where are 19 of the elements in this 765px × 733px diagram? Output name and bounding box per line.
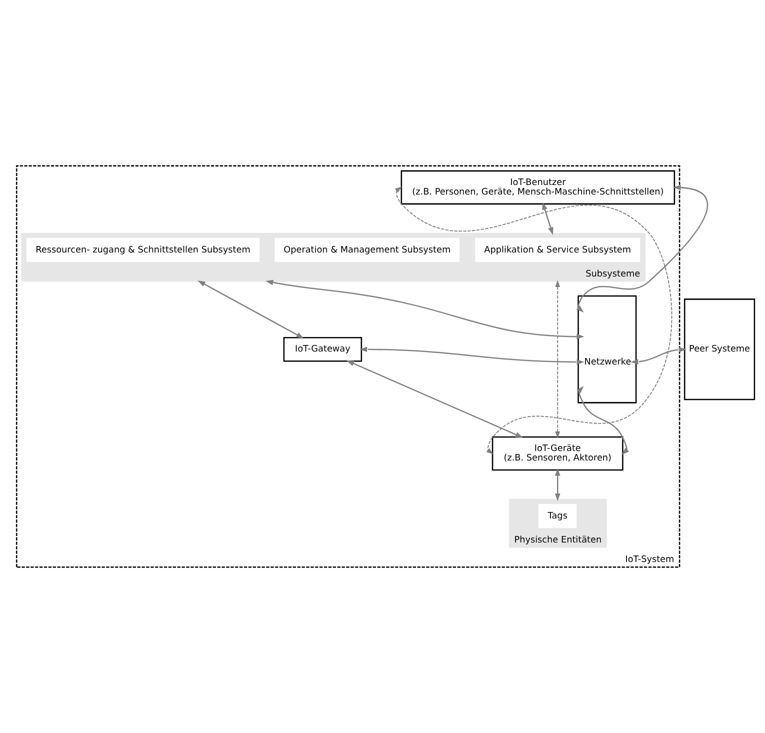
arrow [358, 346, 584, 365]
arrow [554, 280, 560, 438]
arrow [576, 386, 629, 455]
arrow [554, 468, 560, 502]
arrow [630, 347, 686, 364]
arrow [542, 202, 553, 235]
arrow [265, 280, 584, 340]
node-box: Applikation & Service Subsystem [474, 238, 640, 262]
node-box: IoT-Geräte (z.B. Sensoren, Aktoren) [491, 436, 623, 471]
node-box: Ressourcen- zugang & Schnittstellen Subsystem [26, 238, 259, 262]
arrow [576, 184, 708, 313]
node-box: IoT-Gateway [282, 336, 362, 362]
node-box: Operation & Management Subsystem [274, 238, 460, 262]
node-box: IoT-Benutzer (z.B. Personen, Geräte, Mensch-Maschine-Schnittstellen) [400, 170, 675, 205]
arrow [197, 280, 304, 338]
node-box: Tags [538, 504, 576, 528]
arrow [346, 360, 523, 438]
node-box: Peer Systeme [683, 298, 755, 400]
arrow [394, 186, 672, 454]
